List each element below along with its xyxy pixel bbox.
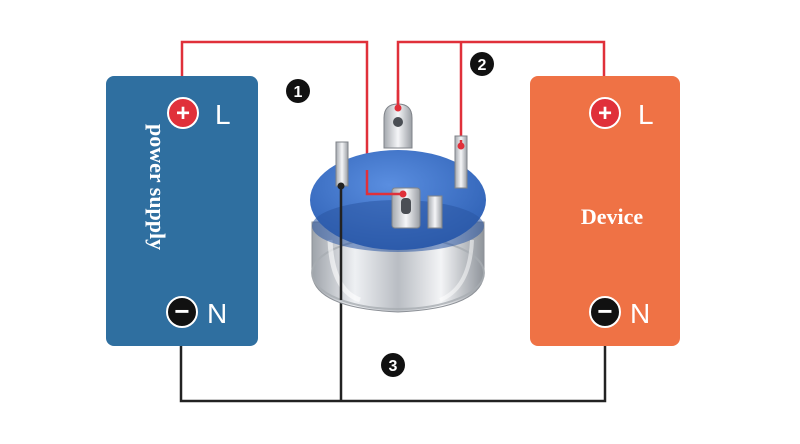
plus-symbol: + bbox=[598, 100, 612, 127]
power-supply-negative-terminal: − N bbox=[166, 296, 227, 329]
minus-symbol: − bbox=[597, 296, 612, 326]
device-box: Device + L − N bbox=[530, 76, 680, 346]
switch-side-terminal bbox=[427, 195, 443, 229]
connection-dots bbox=[337, 104, 465, 198]
device-label: Device bbox=[581, 204, 644, 229]
minus-icon bbox=[589, 296, 621, 328]
marker-circle bbox=[470, 52, 494, 76]
marker-number: 1 bbox=[294, 84, 303, 101]
minus-icon bbox=[166, 296, 198, 328]
marker-number: 2 bbox=[478, 57, 487, 74]
terminal-letter-n: N bbox=[630, 298, 650, 329]
wire-switch-to-device-l bbox=[396, 40, 606, 108]
marker-2: 2 bbox=[470, 52, 494, 76]
terminal-letter-n: N bbox=[207, 298, 227, 329]
terminal-letter-l: L bbox=[215, 99, 231, 130]
power-supply-positive-terminal: + L bbox=[167, 97, 231, 130]
power-supply-label: power supply bbox=[145, 124, 170, 250]
marker-3: 3 bbox=[381, 353, 405, 377]
marker-number: 3 bbox=[389, 358, 398, 375]
switch-right-pin bbox=[454, 135, 468, 189]
plus-icon bbox=[167, 97, 199, 129]
wire-n-common bbox=[179, 340, 607, 403]
marker-circle bbox=[286, 79, 310, 103]
plus-symbol: + bbox=[176, 100, 190, 127]
minus-symbol: − bbox=[174, 296, 189, 326]
switch-left-pin bbox=[335, 141, 349, 187]
device-negative-terminal: − N bbox=[589, 296, 650, 329]
terminal-letter-l: L bbox=[638, 99, 654, 130]
marker-circle bbox=[381, 353, 405, 377]
plus-icon bbox=[589, 97, 621, 129]
power-supply-box: power supply + L − N bbox=[106, 76, 258, 346]
switch-center-terminal bbox=[391, 187, 421, 229]
marker-1: 1 bbox=[286, 79, 310, 103]
device-positive-terminal: + L bbox=[589, 97, 654, 130]
push-button-switch bbox=[310, 103, 486, 313]
switch-top-lug bbox=[383, 103, 413, 149]
